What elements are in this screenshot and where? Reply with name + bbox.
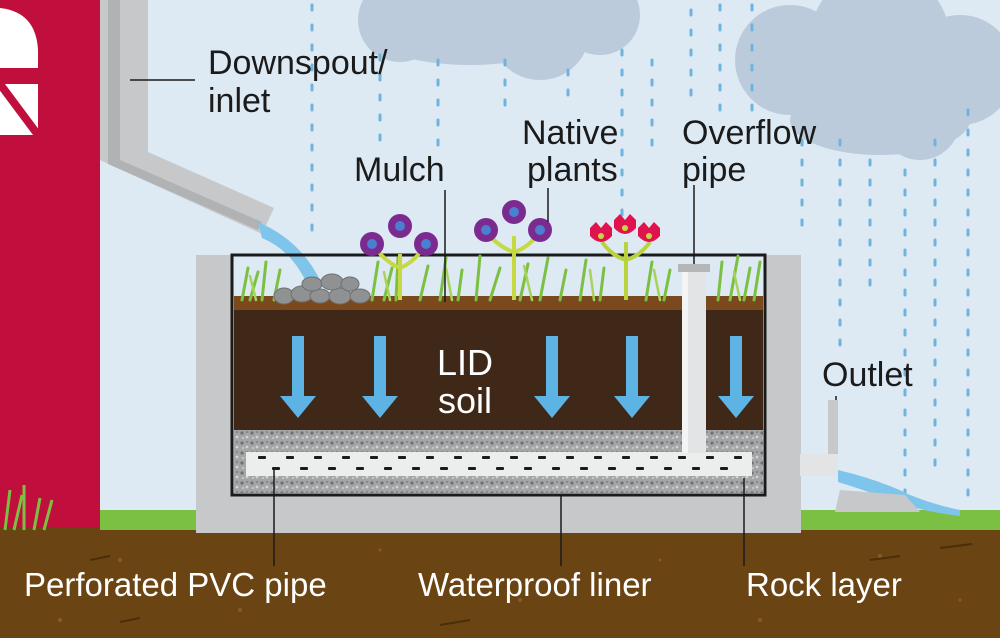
label-native-plants-line2: plants	[527, 151, 618, 189]
flower-icon	[474, 200, 552, 300]
rain-icon	[310, 3, 970, 502]
label-waterproof-liner: Waterproof liner	[418, 566, 652, 603]
label-mulch: Mulch	[354, 151, 445, 189]
label-rock-layer: Rock layer	[746, 566, 902, 603]
tulip-icon	[590, 214, 660, 300]
label-overflow-pipe-line2: pipe	[682, 151, 747, 189]
overflow-pipe	[678, 185, 710, 453]
label-outlet: Outlet	[822, 356, 913, 394]
label-lid-soil: LID	[436, 342, 494, 383]
label-lid-soil-line2: soil	[437, 380, 493, 421]
flower-icon	[360, 214, 438, 300]
lid-soil	[234, 302, 763, 430]
grass	[240, 254, 762, 302]
label-perforated-pipe: Perforated PVC pipe	[24, 566, 327, 603]
outlet	[800, 396, 960, 516]
arrow-down-icon	[280, 336, 316, 418]
inlet-rocks	[273, 273, 371, 305]
ground	[0, 528, 1000, 638]
planter-box	[196, 253, 801, 533]
cloud-icon	[358, 0, 640, 80]
perforated-pipe	[246, 452, 752, 476]
grass-strip	[800, 510, 1000, 530]
label-downspout-line2: inlet	[208, 82, 271, 120]
leader-lines	[273, 188, 745, 566]
cloud-icon	[735, 0, 1000, 160]
label-overflow-pipe: Overflow	[682, 114, 817, 152]
arrow-down-icon	[362, 336, 398, 418]
waterproof-liner	[230, 253, 767, 497]
twigs	[89, 543, 973, 626]
arrow-down-icon	[718, 336, 754, 418]
arrow-down-icon	[534, 336, 570, 418]
grass-tuft	[3, 485, 54, 531]
arrow-down-icon	[614, 336, 650, 418]
ground-specks	[58, 548, 962, 622]
downspout	[100, 0, 274, 234]
barn	[0, 0, 100, 530]
grass-strip	[100, 510, 200, 530]
label-native-plants: Native	[522, 114, 619, 152]
grass	[248, 264, 742, 302]
label-downspout: Downspout/	[208, 44, 388, 82]
